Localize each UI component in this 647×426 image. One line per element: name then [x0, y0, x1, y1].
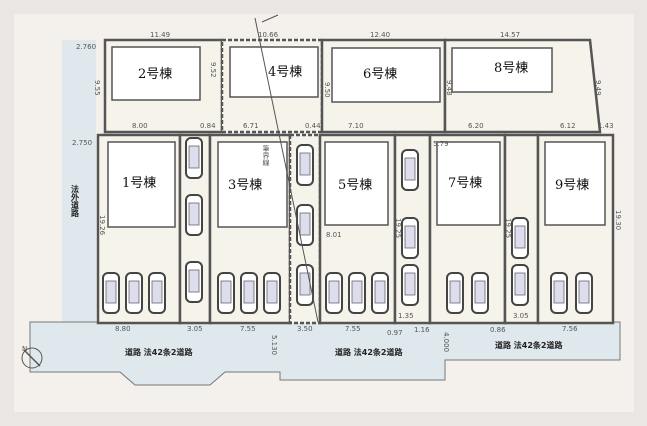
- svg-text:3.50: 3.50: [297, 325, 313, 333]
- building-8: [451, 47, 553, 93]
- boundary-line: [254, 17, 319, 323]
- svg-text:1.43: 1.43: [598, 122, 614, 130]
- north-compass: N: [21, 345, 43, 369]
- car-window: [243, 280, 255, 304]
- building-7: [436, 141, 501, 226]
- svg-text:19.26: 19.26: [98, 215, 106, 236]
- svg-text:7.10: 7.10: [348, 122, 364, 130]
- svg-text:1.35: 1.35: [398, 312, 414, 320]
- svg-text:7.55: 7.55: [240, 325, 256, 333]
- building-label-5: 5号棟: [338, 178, 372, 193]
- svg-text:6.71: 6.71: [243, 122, 259, 130]
- svg-text:6.12: 6.12: [560, 122, 576, 130]
- building-label-8: 8号棟: [494, 61, 528, 76]
- car-window: [514, 225, 526, 249]
- boundary-arrow: [261, 14, 279, 23]
- building-5: [324, 141, 389, 226]
- road-label-3: 道路 法42条2道路: [495, 340, 563, 350]
- svg-text:7.55: 7.55: [345, 325, 361, 333]
- svg-text:11.49: 11.49: [150, 31, 170, 39]
- svg-text:9.52: 9.52: [209, 62, 217, 78]
- svg-text:12.40: 12.40: [370, 31, 390, 39]
- compass-icon: [21, 347, 43, 369]
- parking-cars: [102, 137, 593, 314]
- car-window: [220, 280, 232, 304]
- svg-text:7.56: 7.56: [562, 325, 578, 333]
- building-label-1: 1号棟: [122, 176, 156, 191]
- building-label-3: 3号棟: [228, 178, 262, 193]
- svg-text:14.57: 14.57: [500, 31, 520, 39]
- svg-text:0.84: 0.84: [200, 122, 216, 130]
- car-window: [128, 280, 140, 304]
- car-window: [299, 152, 311, 176]
- car-window: [351, 280, 363, 304]
- building-1: [107, 141, 176, 228]
- building-label-2: 2号棟: [138, 67, 172, 82]
- svg-text:9.55: 9.55: [93, 80, 101, 96]
- building-9: [544, 141, 606, 226]
- car-window: [404, 225, 416, 249]
- svg-text:19.30: 19.30: [614, 210, 622, 230]
- svg-text:9.50: 9.50: [323, 82, 331, 98]
- svg-text:9.48: 9.48: [445, 80, 453, 96]
- svg-text:5.130: 5.130: [270, 335, 278, 355]
- car-window: [404, 157, 416, 181]
- buildings: [107, 46, 606, 228]
- svg-text:2.760: 2.760: [76, 43, 96, 51]
- front-road: [29, 321, 621, 386]
- building-label-4: 4号棟: [268, 65, 302, 80]
- svg-text:3.05: 3.05: [187, 325, 203, 333]
- road-label-1: 道路 法42条2道路: [125, 347, 193, 357]
- svg-text:3.05: 3.05: [513, 312, 529, 320]
- building-2: [111, 46, 201, 101]
- svg-text:4.000: 4.000: [442, 332, 450, 352]
- svg-text:5.79: 5.79: [433, 140, 449, 148]
- building-label-6: 6号棟: [363, 67, 397, 82]
- car-window: [188, 269, 200, 293]
- svg-text:10.66: 10.66: [258, 31, 279, 39]
- side-road-label: 法外道路: [70, 184, 80, 218]
- svg-text:2.750: 2.750: [72, 139, 92, 147]
- svg-text:0.97: 0.97: [387, 329, 403, 337]
- svg-text:8.00: 8.00: [132, 122, 148, 130]
- svg-text:1.16: 1.16: [414, 326, 430, 334]
- svg-text:19.25: 19.25: [504, 218, 512, 238]
- svg-text:8.01: 8.01: [326, 231, 342, 239]
- svg-text:19.25: 19.25: [394, 218, 402, 238]
- car-window: [188, 202, 200, 226]
- car-window: [514, 272, 526, 296]
- side-road: [62, 40, 96, 340]
- car-window: [105, 280, 117, 304]
- car-window: [151, 280, 163, 304]
- car-window: [266, 280, 278, 304]
- boundary-note: 筆界線: [262, 144, 270, 166]
- svg-text:N: N: [22, 345, 27, 353]
- svg-text:9.49: 9.49: [594, 80, 602, 96]
- building-label-9: 9号棟: [555, 178, 589, 193]
- road-label-2: 道路 法42条2道路: [335, 347, 403, 357]
- car-window: [553, 280, 565, 304]
- building-label-7: 7号棟: [448, 176, 482, 191]
- car-window: [404, 272, 416, 296]
- car-window: [374, 280, 386, 304]
- building-6: [331, 47, 441, 103]
- svg-text:8.80: 8.80: [115, 325, 131, 333]
- building-3: [217, 141, 288, 228]
- car-window: [299, 212, 311, 236]
- building-4: [229, 46, 319, 98]
- car-window: [449, 280, 461, 304]
- car-window: [188, 145, 200, 169]
- svg-text:0.44: 0.44: [305, 122, 321, 130]
- car-window: [474, 280, 486, 304]
- dimension-labels: 11.49 10.66 12.40 14.57 8.00 0.84 6.71 0…: [72, 31, 622, 355]
- svg-text:0.86: 0.86: [490, 326, 506, 334]
- car-window: [578, 280, 590, 304]
- car-window: [328, 280, 340, 304]
- svg-text:6.20: 6.20: [468, 122, 484, 130]
